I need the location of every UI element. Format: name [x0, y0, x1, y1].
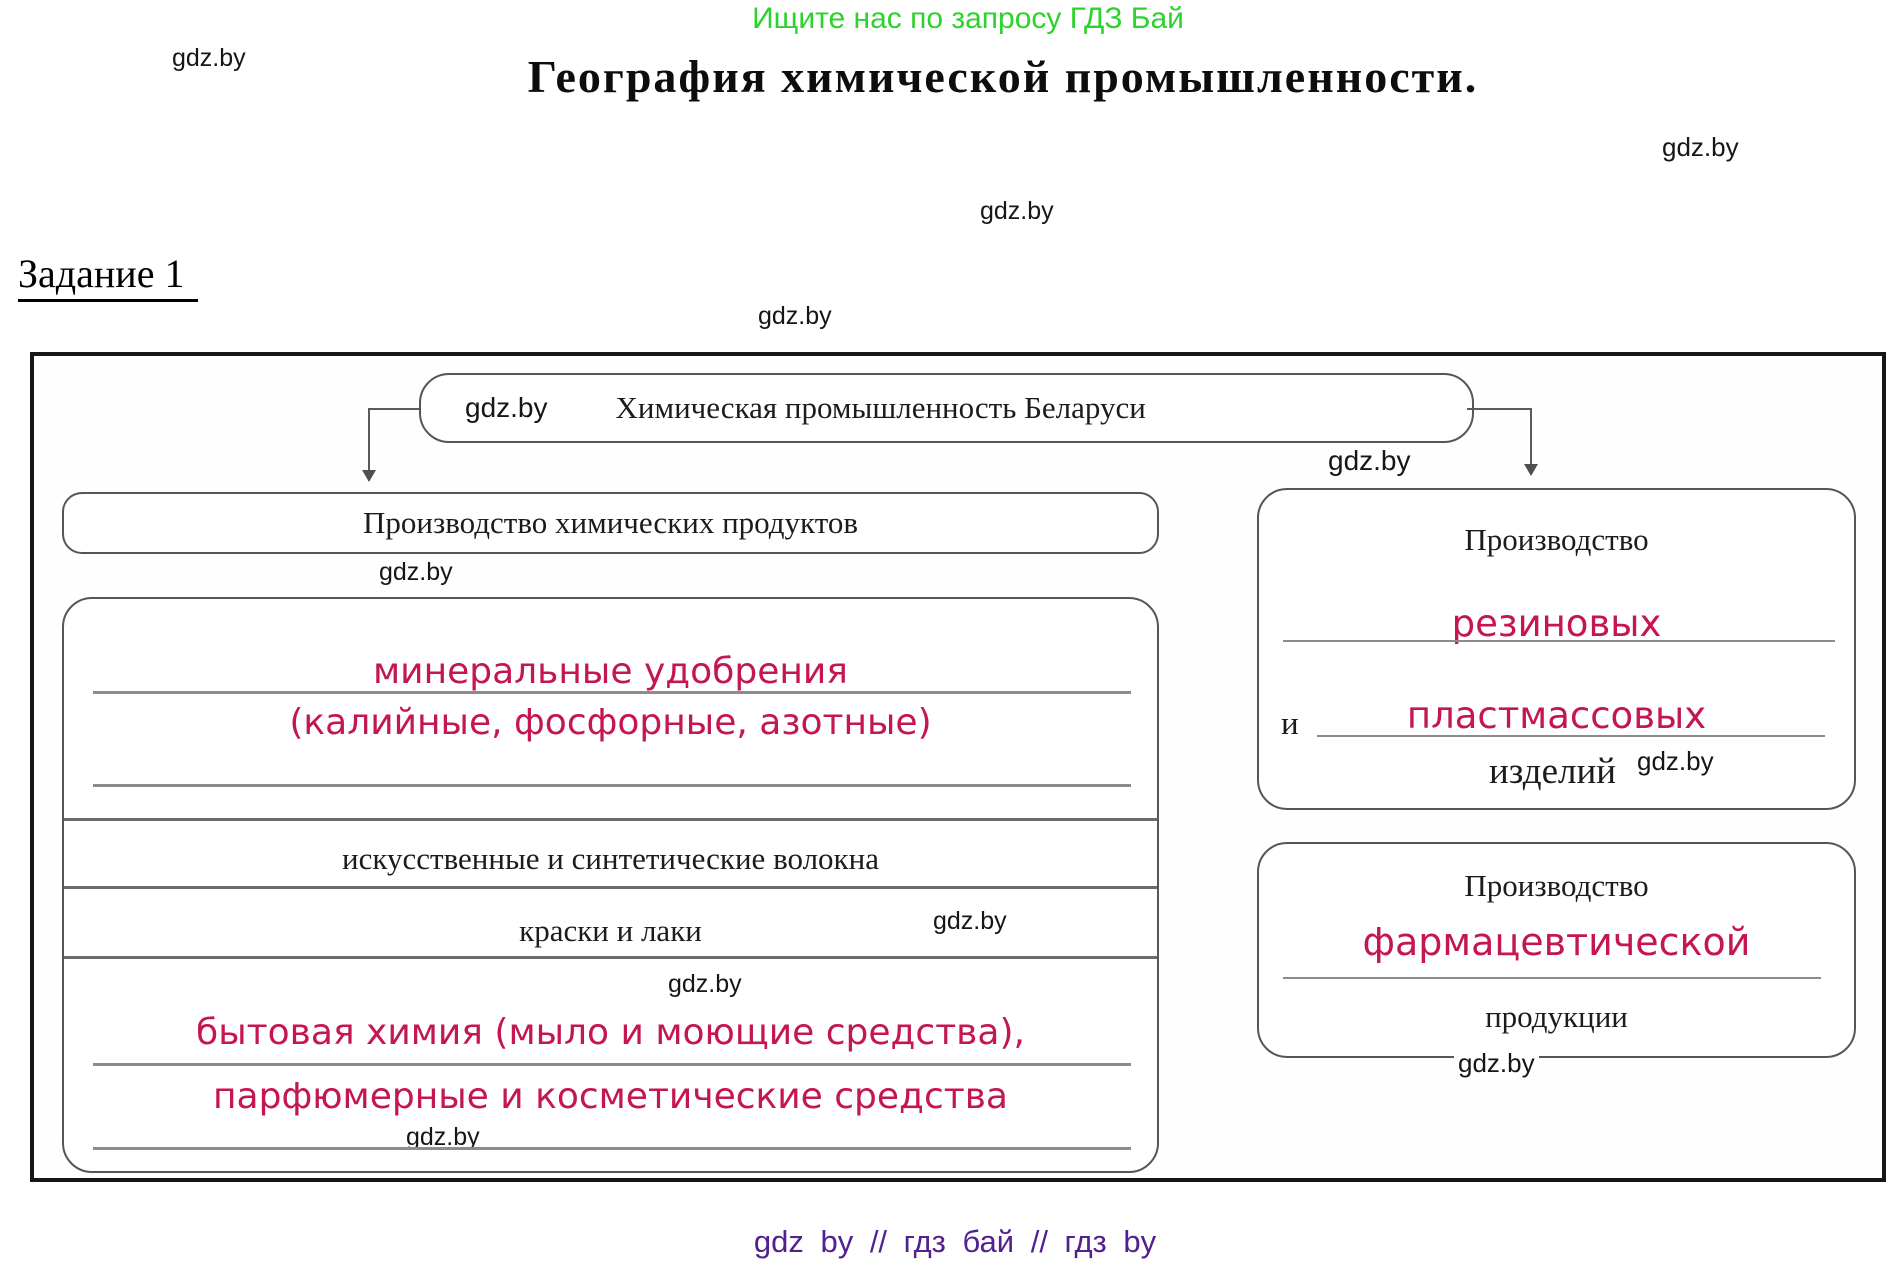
page-title: География химической промышленности.	[527, 51, 1479, 102]
answer-blank-line	[1283, 977, 1821, 979]
section-divider	[64, 886, 1157, 889]
printed-fibers-label: искусственные и синтетические волокна	[342, 841, 879, 876]
watermark: gdz.by	[758, 302, 832, 330]
printed-goods-label: изделий	[1489, 751, 1617, 792]
left-branch-header-label: Производство химических продуктов	[363, 505, 858, 540]
right-branch-box-rubber-plastic: Производство резиновых и пластмассовых и…	[1257, 488, 1856, 810]
watermark: gdz.by	[668, 970, 742, 998]
right-branch-box-pharma: Производство фармацевтической продукции	[1257, 842, 1856, 1058]
promo-text: Ищите нас по запросу ГДЗ Бай	[752, 2, 1184, 35]
watermark: gdz.by	[933, 907, 1007, 935]
answer-mineral-fertilizers-line1: минеральные удобрения	[373, 651, 848, 692]
watermark: gdz.by	[406, 1123, 480, 1151]
answer-blank-line	[93, 1063, 1131, 1066]
root-node-label: Химическая промышленность Беларуси	[615, 390, 1146, 425]
answer-rubber: резиновых	[1451, 602, 1662, 645]
printed-production-label: Производство	[1464, 868, 1649, 903]
printed-paints-label: краски и лаки	[519, 913, 702, 948]
answer-blank-line	[1317, 735, 1825, 737]
printed-production-label: Производство	[1464, 522, 1649, 557]
answer-mineral-fertilizers-line2: (калийные, фосфорные, азотные)	[289, 702, 932, 743]
printed-conjunction: и	[1281, 706, 1299, 742]
watermark: gdz.by	[1662, 132, 1739, 162]
answer-blank-line	[93, 691, 1131, 694]
connector-line	[1530, 408, 1532, 464]
left-branch-content: минеральные удобрения (калийные, фосфорн…	[62, 597, 1159, 1173]
watermark: gdz.by	[1454, 1048, 1539, 1079]
task-heading: Задание 1	[18, 250, 199, 302]
watermark: gdz.by	[465, 392, 548, 423]
diagram-container: gdz.by Химическая промышленность Беларус…	[30, 352, 1886, 1182]
answer-blank-line	[93, 1147, 1131, 1150]
connector-line	[368, 408, 419, 410]
arrow-down-icon	[362, 470, 376, 482]
root-node: gdz.by Химическая промышленность Беларус…	[419, 373, 1474, 443]
watermark: gdz.by	[1637, 746, 1714, 776]
left-branch-header: Производство химических продуктов	[62, 492, 1159, 554]
answer-blank-line	[93, 784, 1131, 787]
answer-plastic: пластмассовых	[1406, 694, 1707, 737]
answer-blank-line	[1283, 640, 1835, 642]
answer-household-chem-line1: бытовая химия (мыло и моющие средства),	[196, 1012, 1025, 1053]
watermark: gdz.by	[379, 558, 453, 586]
answer-household-chem-line2: парфюмерные и косметические средства	[213, 1076, 1008, 1117]
watermark: gdz.by	[172, 44, 246, 72]
section-divider	[64, 956, 1157, 959]
section-divider	[64, 818, 1157, 821]
printed-products-label: продукции	[1485, 999, 1628, 1034]
answer-pharmaceutical: фармацевтической	[1362, 920, 1751, 964]
connector-line	[1467, 408, 1532, 410]
arrow-down-icon	[1524, 464, 1538, 476]
watermark: gdz.by	[980, 197, 1054, 225]
footer-text: gdz by // гдз бай // гдз by	[753, 1224, 1157, 1259]
connector-line	[368, 408, 370, 470]
watermark: gdz.by	[1328, 445, 1411, 476]
